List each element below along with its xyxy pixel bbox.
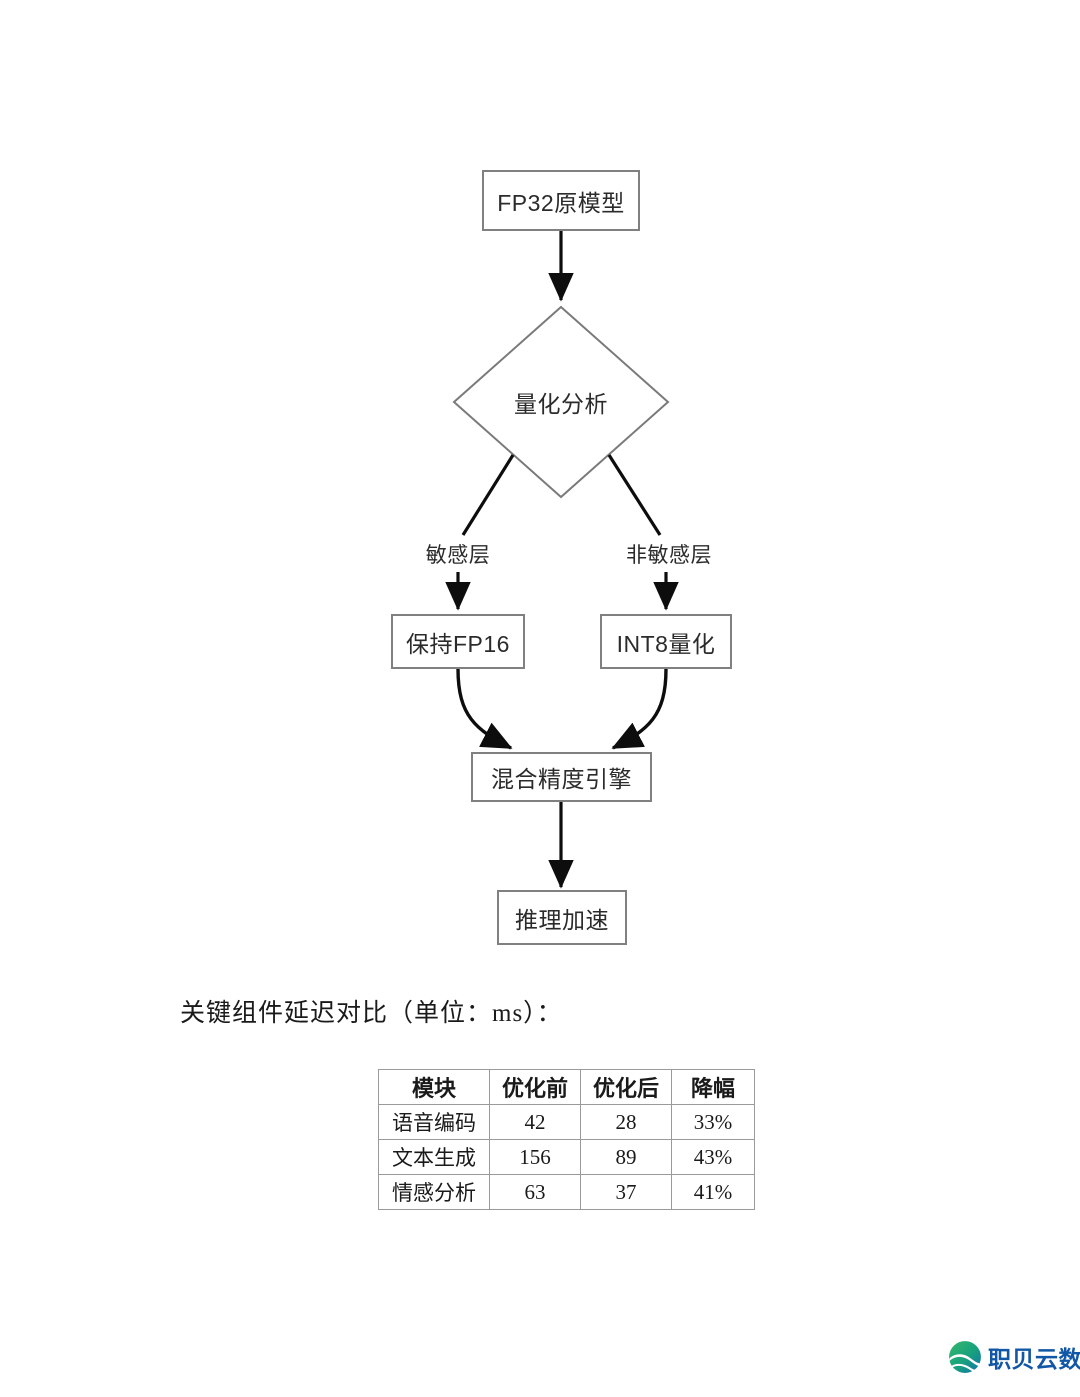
node-int8-quantization[interactable]: INT8量化 <box>600 614 732 669</box>
edge-keepfp16-to-engine <box>456 668 513 750</box>
cell-reduction: 41% <box>671 1174 755 1210</box>
cell-after: 89 <box>580 1139 672 1175</box>
column-header-before: 优化前 <box>489 1069 581 1105</box>
node-fp32-source-label: FP32原模型 <box>497 189 625 216</box>
cell-module: 语音编码 <box>378 1104 490 1140</box>
edge-decide-to-nonsensitive <box>607 454 662 536</box>
column-header-module: 模块 <box>378 1069 490 1105</box>
table-caption: 关键组件延迟对比（单位：ms）： <box>180 1000 563 1027</box>
flowchart-connectors <box>445 231 679 889</box>
cell-after: 28 <box>580 1104 672 1140</box>
table-row: 情感分析 63 37 41% <box>378 1174 755 1210</box>
cell-module: 文本生成 <box>378 1139 490 1175</box>
node-fp32-source[interactable]: FP32原模型 <box>482 170 640 231</box>
edge-label-sensitive-layer: 敏感层 <box>425 544 491 567</box>
brand-logo-text: 职贝云数 <box>988 1346 1080 1372</box>
brand-logo: 职贝云数 <box>948 1340 1080 1374</box>
edge-decide-to-sensitive <box>461 454 515 536</box>
edge-int8-to-engine <box>611 668 668 750</box>
cell-before: 63 <box>489 1174 581 1210</box>
cell-after: 37 <box>580 1174 672 1210</box>
node-inference-acceleration[interactable]: 推理加速 <box>497 890 627 945</box>
decision-diamond-shape <box>452 305 670 499</box>
cell-before: 42 <box>489 1104 581 1140</box>
node-int8-quantization-label: INT8量化 <box>616 630 716 657</box>
node-quantization-analysis-label[interactable]: 量化分析 <box>514 391 608 417</box>
edge-label-non-sensitive-layer: 非敏感层 <box>626 544 712 567</box>
cell-before: 156 <box>489 1139 581 1175</box>
table-row: 语音编码 42 28 33% <box>378 1104 755 1140</box>
quantization-flowchart: FP32原模型 量化分析 敏感层 非敏感层 保持FP16 INT8量化 混合精度… <box>391 170 732 945</box>
latency-comparison-table: 模块 优化前 优化后 降幅 语音编码 42 28 33% 文本生成 156 89 <box>378 1069 755 1210</box>
node-keep-fp16[interactable]: 保持FP16 <box>391 614 525 669</box>
cell-reduction: 43% <box>671 1139 755 1175</box>
column-header-after: 优化后 <box>580 1069 672 1105</box>
column-header-reduction: 降幅 <box>671 1069 755 1105</box>
node-keep-fp16-label: 保持FP16 <box>406 630 510 657</box>
latency-comparison-table-wrapper: 模块 优化前 优化后 降幅 语音编码 42 28 33% 文本生成 156 89 <box>378 1069 755 1210</box>
table-body: 语音编码 42 28 33% 文本生成 156 89 43% 情感分析 63 3… <box>378 1104 755 1210</box>
wave-circle-icon <box>949 1341 981 1373</box>
node-inference-acceleration-label: 推理加速 <box>515 906 609 933</box>
cell-module: 情感分析 <box>378 1174 490 1210</box>
table-header-row: 模块 优化前 优化后 降幅 <box>378 1069 755 1105</box>
table-row: 文本生成 156 89 43% <box>378 1139 755 1175</box>
node-mixed-precision-engine-label: 混合精度引擎 <box>491 766 632 792</box>
table-header: 模块 优化前 优化后 降幅 <box>378 1069 755 1105</box>
cell-reduction: 33% <box>671 1104 755 1140</box>
node-mixed-precision-engine[interactable]: 混合精度引擎 <box>471 752 652 802</box>
